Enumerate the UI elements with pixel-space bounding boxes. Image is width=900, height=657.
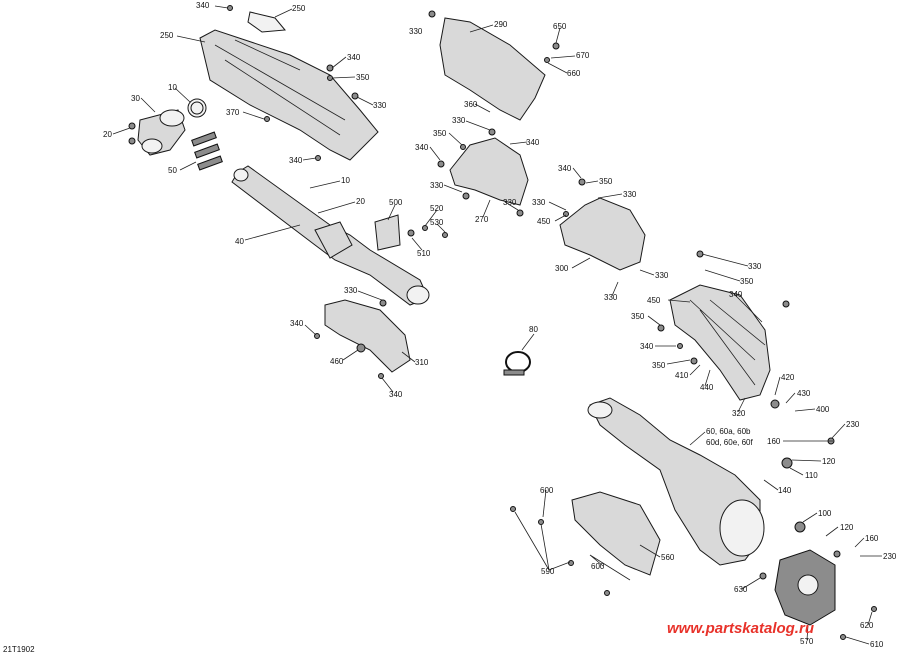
callout-410: 410 (675, 371, 689, 380)
callout-520: 520 (430, 204, 444, 213)
callout-10: 10 (341, 176, 350, 185)
callout-340: 340 (415, 143, 429, 152)
callout-420: 420 (781, 373, 795, 382)
callout-500: 500 (389, 198, 403, 207)
callout-250: 250 (292, 4, 306, 13)
callout-350: 350 (356, 73, 370, 82)
heat-shield-300 (559, 197, 646, 271)
heat-shield-290 (439, 17, 546, 121)
callout-140: 140 (778, 486, 792, 495)
callout-100: 100 (818, 509, 832, 518)
callout-20: 20 (356, 197, 365, 206)
callout-350: 350 (599, 177, 613, 186)
callout-labels: 340 250 250 340 350 330 10 30 20 370 340… (103, 1, 897, 649)
callout-230: 230 (846, 420, 860, 429)
callout-510: 510 (417, 249, 431, 258)
callout-430: 430 (797, 389, 811, 398)
springs-50 (191, 131, 223, 171)
callout-610: 610 (870, 640, 884, 649)
heat-shield-270 (449, 137, 529, 206)
clamp-80 (503, 351, 531, 376)
callout-110: 110 (805, 471, 818, 480)
callout-290: 290 (494, 20, 508, 29)
callout-450: 450 (647, 296, 661, 305)
callout-460: 460 (330, 357, 344, 366)
callout-330: 330 (655, 271, 669, 280)
callout-80: 80 (529, 325, 538, 334)
callout-330: 330 (344, 286, 358, 295)
callout-350: 350 (433, 129, 447, 138)
callout-40: 40 (235, 237, 244, 246)
callout-350: 350 (652, 361, 666, 370)
callout-670: 670 (576, 51, 590, 60)
callout-340: 340 (729, 290, 743, 299)
muffler-60 (587, 397, 765, 566)
callout-600: 600 (591, 562, 605, 571)
callout-340: 340 (640, 342, 654, 351)
callout-590: 590 (541, 567, 555, 576)
callout-330: 330 (409, 27, 423, 36)
callout-310: 310 (415, 358, 429, 367)
callout-660: 660 (567, 69, 581, 78)
callout-350: 350 (740, 277, 754, 286)
heat-shield-250 (199, 11, 379, 161)
callout-20: 20 (103, 130, 112, 139)
callout-340: 340 (289, 156, 303, 165)
callout-270: 270 (475, 215, 489, 224)
callout-370: 370 (226, 108, 240, 117)
hardware-fasteners (128, 5, 877, 640)
callout-120: 120 (822, 457, 836, 466)
callout-400: 400 (816, 405, 830, 414)
callout-340: 340 (526, 138, 540, 147)
callout-330: 330 (452, 116, 466, 125)
callout-250: 250 (160, 31, 174, 40)
callout-330: 330 (623, 190, 637, 199)
callout-450: 450 (537, 217, 551, 226)
callout-360: 360 (464, 100, 478, 109)
gasket-10 (187, 98, 207, 118)
callout-600: 600 (540, 486, 554, 495)
bracket-500 (374, 214, 401, 251)
callout-330: 330 (430, 181, 444, 190)
callout-330: 330 (532, 198, 546, 207)
callout-530: 530 (430, 218, 444, 227)
callout-330: 330 (503, 198, 517, 207)
callout-50: 50 (168, 166, 177, 175)
callout-230: 230 (883, 552, 897, 561)
callout-10: 10 (168, 83, 177, 92)
callout-320: 320 (732, 409, 746, 418)
callout-570: 570 (800, 637, 814, 646)
callout-620: 620 (860, 621, 874, 630)
figure-id: 21T1902 (3, 645, 35, 654)
callout-340: 340 (347, 53, 361, 62)
callout-630: 630 (734, 585, 748, 594)
exhaust-pipe-40 (231, 165, 430, 306)
end-cap-570 (774, 549, 836, 626)
callout-650: 650 (553, 22, 567, 31)
heat-shield-310 (324, 299, 411, 373)
callout-340: 340 (196, 1, 210, 10)
callout-60d: 60d, 60e, 60f (706, 438, 753, 447)
leader-lines (112, 5, 882, 645)
callout-330: 330 (373, 101, 387, 110)
exhaust-elbow-30 (137, 109, 186, 156)
callout-350: 350 (631, 312, 645, 321)
callout-160: 160 (767, 437, 781, 446)
callout-330: 330 (748, 262, 762, 271)
callout-330: 330 (604, 293, 618, 302)
callout-60: 60, 60a, 60b (706, 427, 751, 436)
callout-160: 160 (865, 534, 879, 543)
watermark: www.partskatalog.ru (667, 620, 814, 637)
callout-340: 340 (290, 319, 304, 328)
callout-440: 440 (700, 383, 714, 392)
heat-shield-560 (571, 491, 661, 576)
callout-560: 560 (661, 553, 675, 562)
callout-30: 30 (131, 94, 140, 103)
heat-shield-320 (669, 284, 771, 401)
callout-340: 340 (558, 164, 572, 173)
callout-340: 340 (389, 390, 403, 399)
callout-120: 120 (840, 523, 854, 532)
callout-300: 300 (555, 264, 569, 273)
